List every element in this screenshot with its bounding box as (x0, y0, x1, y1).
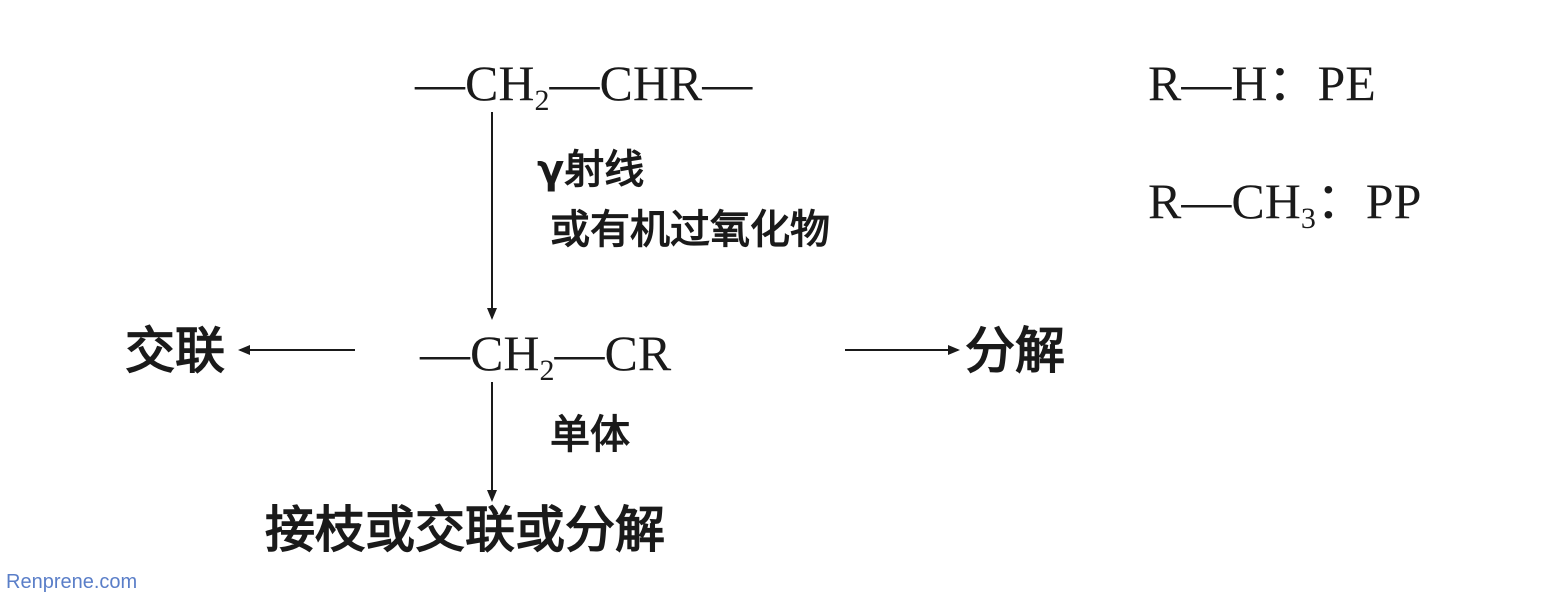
radical-formula: —CH2—CR (420, 328, 671, 386)
legend-pp-name: ：PP (1315, 173, 1422, 229)
monomer-label: 单体 (550, 412, 630, 458)
radical-formula-lead: —CH (420, 325, 540, 381)
radical-formula-subscript: 2 (539, 354, 555, 387)
top-formula-lead: —CH (415, 55, 535, 111)
watermark: Renprene.com (6, 571, 138, 593)
legend-pe-name: ：PE (1267, 55, 1376, 111)
legend-pe-formula: R—H (1148, 55, 1268, 111)
condition-gamma-ray: γ射线 (537, 147, 645, 193)
top-formula-subscript: 2 (534, 84, 550, 117)
legend-pp-formula: R—CH (1148, 173, 1301, 229)
right-product-decompose: 分解 (965, 322, 1065, 380)
legend-pe: R—H：PE (1148, 58, 1376, 108)
legend-pp-subscript: 3 (1300, 202, 1316, 235)
legend-pp: R—CH3：PP (1148, 176, 1421, 234)
radical-formula-tail: —CR (554, 325, 672, 381)
top-formula: —CH2—CHR— (415, 58, 752, 116)
bottom-product: 接枝或交联或分解 (265, 501, 665, 559)
top-formula-tail: —CHR— (549, 55, 753, 111)
condition-peroxide: 或有机过氧化物 (550, 207, 830, 253)
left-product-crosslink: 交联 (125, 322, 225, 380)
